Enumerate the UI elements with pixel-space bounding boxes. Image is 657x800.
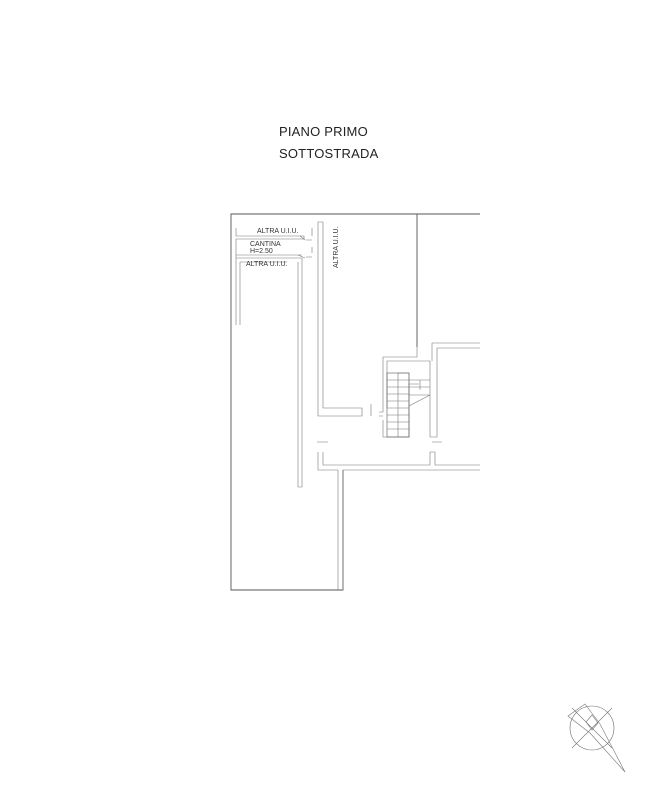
door-marks: [297, 228, 313, 259]
outer-outline: [230, 213, 418, 591]
label-cantina: CANTINA: [250, 241, 281, 248]
label-altra-uiu-top: ALTRA U.I.U.: [257, 228, 299, 235]
label-altra-uiu-vertical: ALTRA U.I.U.: [333, 226, 340, 268]
stair-walls: [379, 342, 480, 438]
label-height: H=2.50: [250, 248, 273, 255]
corridor-wall: [317, 451, 480, 590]
stair-treads: [386, 372, 431, 438]
plan-title-line1: PIANO PRIMO: [279, 124, 368, 139]
label-altra-uiu-bottom: ALTRA U.I.U.: [246, 261, 288, 268]
central-wall: [317, 221, 363, 417]
partition-altra-bottom: [235, 258, 303, 488]
north-arrow-icon: [567, 703, 626, 773]
plan-title-line2: SOTTOSTRADA: [279, 146, 379, 161]
partition-altra-top: [235, 228, 305, 241]
